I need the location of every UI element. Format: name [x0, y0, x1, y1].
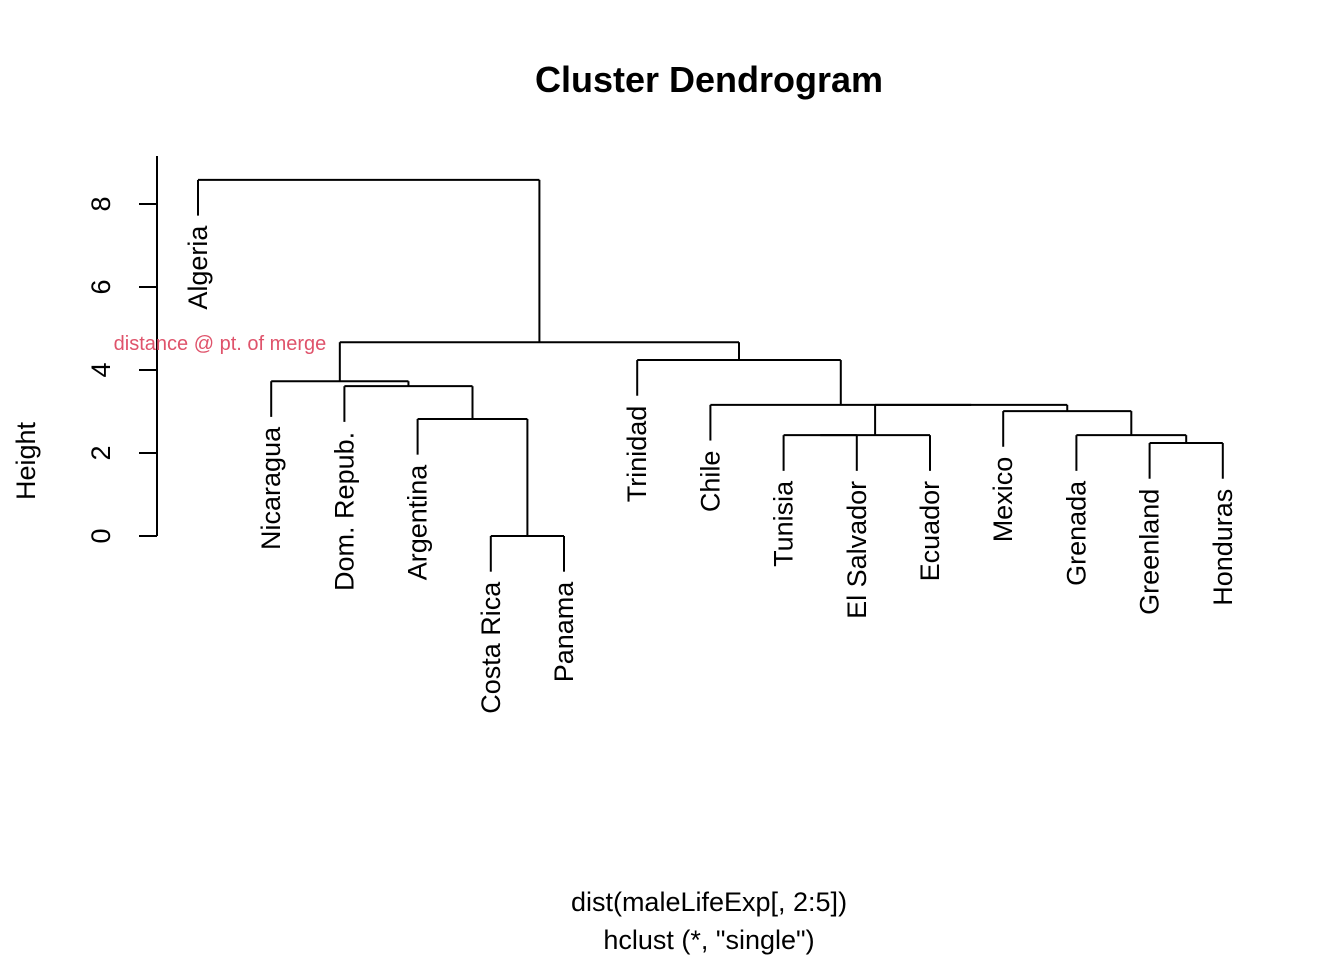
- leaf-label: Chile: [695, 451, 725, 513]
- merge-distance-annotation: distance @ pt. of merge: [114, 333, 327, 355]
- leaf-label: Nicaragua: [256, 426, 286, 550]
- y-tick-label: 6: [86, 279, 116, 294]
- leaf-label: Panama: [549, 581, 579, 683]
- leaf-label: El Salvador: [842, 481, 872, 619]
- leaf-label: Greenland: [1135, 489, 1165, 615]
- y-tick-label: 0: [86, 528, 116, 543]
- subtitle: hclust (*, "single"): [603, 925, 814, 955]
- leaf-label: Trinidad: [622, 406, 652, 503]
- chart-title: Cluster Dendrogram: [535, 59, 883, 100]
- leaf-label: Costa Rica: [476, 581, 506, 714]
- dendrogram-tree: [197, 178, 1224, 572]
- y-tick-label: 8: [86, 196, 116, 211]
- leaf-label: Dom. Repub.: [329, 432, 359, 591]
- y-tick-label: 4: [86, 362, 116, 377]
- leaf-label: Ecuador: [915, 481, 945, 582]
- leaf-label: Grenada: [1061, 480, 1091, 586]
- leaf-label: Argentina: [403, 464, 433, 581]
- y-axis: 0 2 4 6 8: [86, 156, 158, 544]
- leaf-label: Tunisia: [769, 480, 799, 567]
- leaf-label: Honduras: [1208, 489, 1238, 606]
- x-axis-label: dist(maleLifeExp[, 2:5]): [571, 887, 847, 917]
- y-axis-label: Height: [11, 421, 41, 500]
- y-tick-label: 2: [86, 445, 116, 460]
- leaf-label: Mexico: [988, 457, 1018, 543]
- leaf-label: Algeria: [183, 225, 213, 310]
